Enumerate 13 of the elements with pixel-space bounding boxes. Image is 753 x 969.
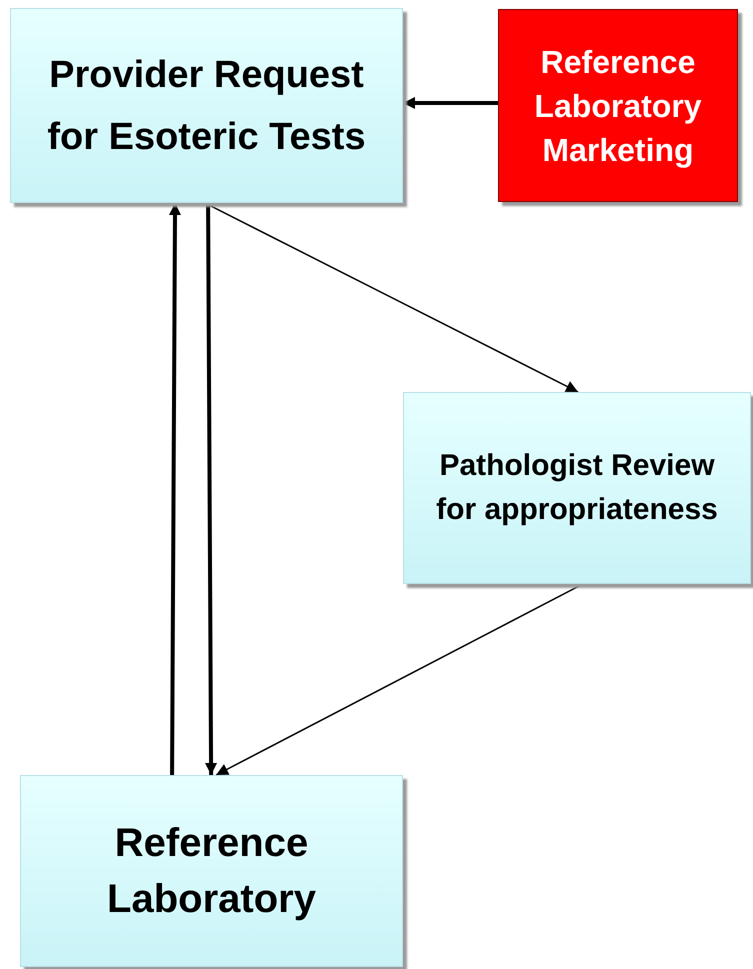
- arrow: [216, 583, 584, 776]
- process-box: [10, 8, 403, 203]
- arrow: [169, 203, 181, 776]
- arrow: [204, 202, 578, 393]
- box-label: Reference Laboratory: [106, 820, 317, 923]
- box-label: Provider Request for Esoteric Tests: [46, 52, 367, 160]
- arrow: [403, 96, 498, 109]
- process-box: [20, 775, 403, 967]
- box-label: Reference Laboratory Marketing: [533, 42, 703, 170]
- marketing-box: [498, 9, 738, 202]
- arrow: [205, 202, 218, 775]
- box-label: Pathologist Review for appropriateness: [435, 448, 719, 528]
- process-box: [403, 392, 751, 584]
